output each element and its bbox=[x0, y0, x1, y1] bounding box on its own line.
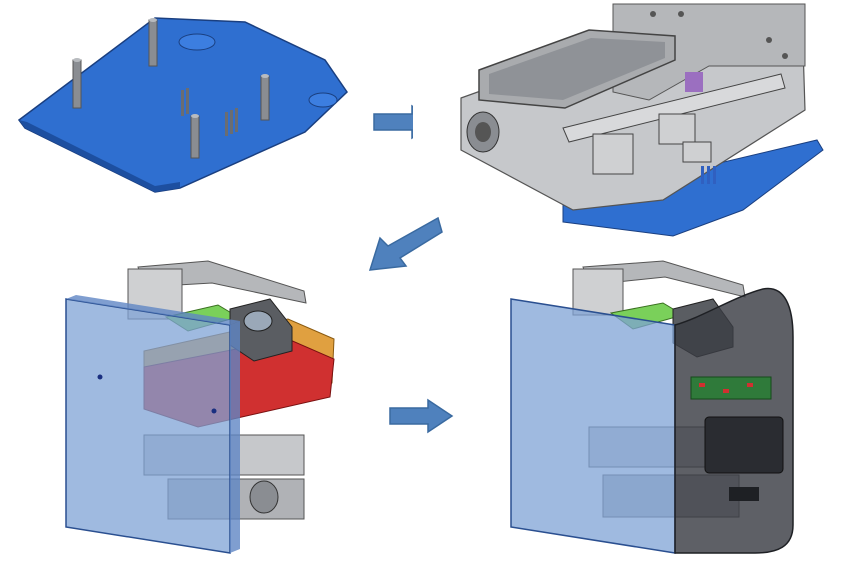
fan-icon bbox=[243, 310, 273, 332]
panel-electronics bbox=[48, 247, 344, 557]
rail-carriage bbox=[685, 72, 703, 92]
pulley-block bbox=[572, 268, 624, 316]
mount-hole bbox=[178, 33, 216, 51]
enclosed-device-render bbox=[510, 260, 794, 554]
front-display-window bbox=[704, 416, 784, 474]
arrow-right-2 bbox=[388, 398, 454, 434]
arrow-down-left bbox=[366, 214, 444, 274]
frame-block bbox=[592, 133, 634, 175]
print-vat-floor bbox=[489, 38, 665, 100]
panel-frame-assembly bbox=[413, 0, 838, 245]
arrow-right-icon bbox=[389, 398, 454, 434]
side-panel-translucent bbox=[510, 298, 676, 554]
side-panel-edge bbox=[66, 295, 240, 325]
top-bracket bbox=[612, 3, 806, 101]
arrow-down-left-icon bbox=[368, 216, 443, 271]
linear-rail bbox=[562, 73, 786, 143]
front-port bbox=[729, 487, 759, 501]
carriage-block bbox=[658, 113, 696, 145]
panel-enclosed-device bbox=[493, 247, 803, 557]
base-plate-render bbox=[17, 17, 348, 193]
side-panel-translucent bbox=[65, 298, 231, 554]
mount-hole bbox=[308, 92, 338, 108]
panel-base-plate bbox=[5, 0, 350, 212]
connector-pins bbox=[181, 88, 238, 136]
frame-assembly-render bbox=[460, 3, 824, 237]
base-plate-edge bbox=[19, 120, 180, 192]
motor-mount bbox=[682, 141, 712, 163]
electronics-render bbox=[65, 260, 335, 554]
pulley bbox=[249, 480, 279, 514]
standoffs bbox=[72, 18, 270, 159]
pcb-visible bbox=[690, 376, 772, 400]
